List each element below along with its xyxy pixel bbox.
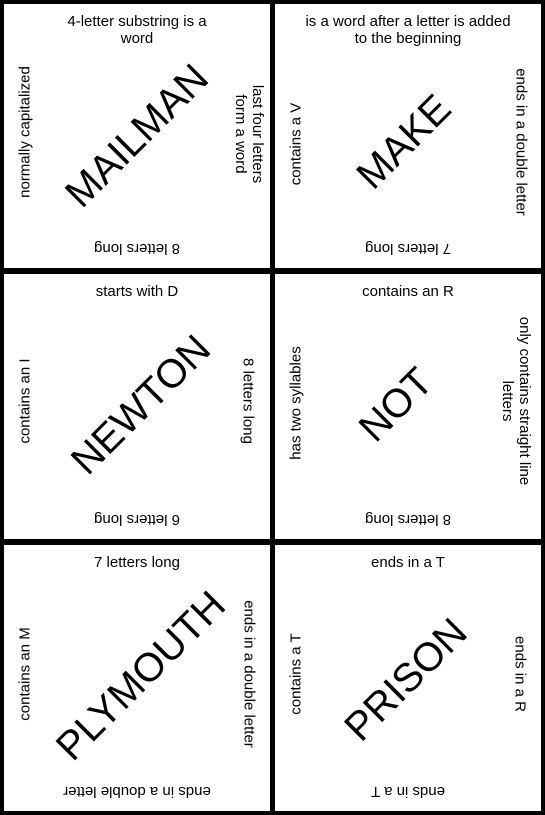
tile-top-clue: is a word after a letter is added to the… [305,13,511,47]
tile-mailman: 4-letter substring is a word last four l… [4,4,270,268]
tile-word: PLYMOUTH [47,582,235,770]
tile-newton: starts with D 8 letters long 6 letters l… [4,274,270,539]
tile-bottom-clue: 6 letters long [94,511,180,528]
tile-left-clue: has two syllables [287,345,305,460]
tile-make: is a word after a letter is added to the… [275,4,541,268]
tile-bottom-clue: 8 letters long [365,511,451,528]
tile-right-clue: ends in a double letter [512,68,530,216]
tile-right-clue: only contains straight line letters [499,316,533,485]
tile-right-clue: ends in a double letter [240,600,258,748]
tile-word: PRISON [336,610,476,750]
tile-top-clue: ends in a T [371,554,445,571]
tile-top-clue: starts with D [95,283,179,300]
tile-left-clue: contains an I [16,357,34,444]
tile-left-clue: contains a V [287,102,305,186]
tile-bottom-clue: ends in a T [371,783,445,800]
tile-top-clue: 7 letters long [94,554,180,571]
tile-top-clue: contains an R [362,283,454,300]
tile-left-clue: contains an M [16,627,34,721]
tile-not: contains an R only contains straight lin… [275,274,541,539]
tile-right-clue: last four letters form a word [232,84,266,184]
tile-word: MAILMAN [57,56,217,216]
tile-left-clue: contains a T [287,633,305,715]
tile-left-clue: normally capitalized [16,66,34,198]
tile-word: NEWTON [62,326,220,483]
tile-bottom-clue: ends in a double letter [63,783,211,800]
tile-word: MAKE [348,86,460,198]
tile-right-clue: 8 letters long [239,357,257,444]
tile-prison: ends in a T ends in a R ends in a T cont… [275,545,541,811]
tile-word: NOT [350,359,442,450]
tile-top-clue: 4-letter substring is a word [67,13,207,47]
tile-bottom-clue: 8 letters long [94,240,180,257]
tile-plymouth: 7 letters long ends in a double letter e… [4,545,270,811]
tile-bottom-clue: 7 letters long [365,240,451,257]
tile-right-clue: ends in a R [511,636,529,712]
